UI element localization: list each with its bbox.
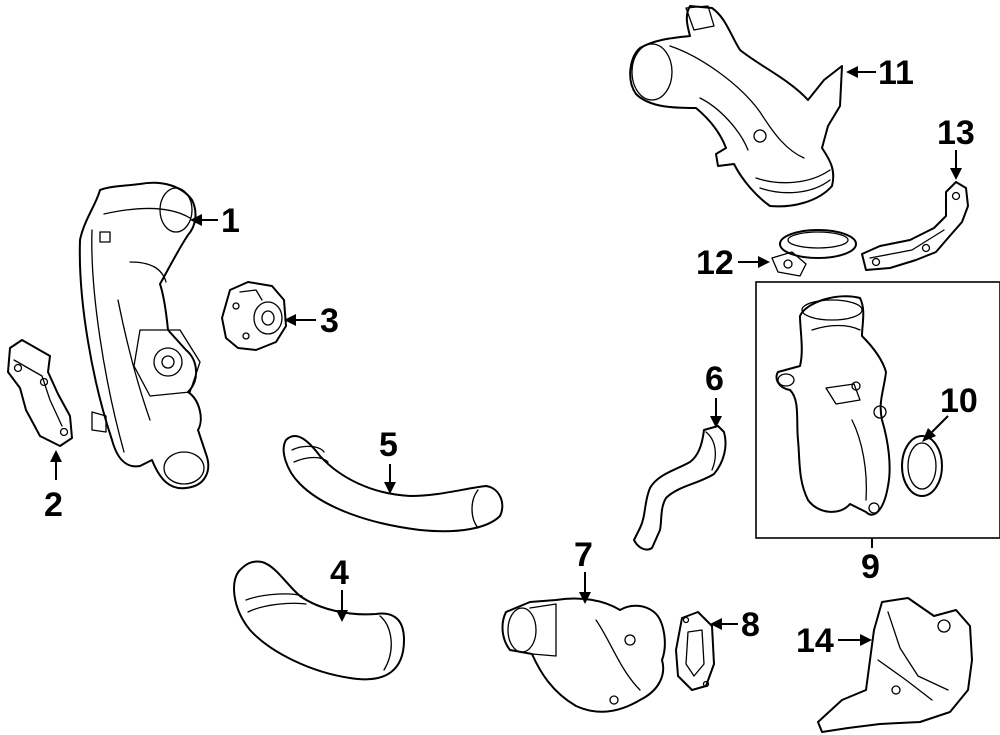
part-13-bracket [861,181,969,271]
part-3-thermostat [221,281,287,351]
part-9-water-inlet-housing [775,295,891,516]
part-14-heat-shield [817,597,973,733]
callout-8: 8 [741,606,760,644]
part-4-hose [233,560,405,681]
callout-14: 14 [796,622,834,660]
callout-5: 5 [379,426,398,464]
callout-11: 11 [878,54,914,92]
part-2-bracket [7,339,73,447]
part-10-o-ring [901,435,943,497]
callout-10: 10 [940,382,978,420]
callout-13: 13 [937,114,975,152]
part-12-hose-clamp [771,229,857,277]
callout-3: 3 [320,302,339,340]
part-11-pipe [629,5,843,208]
callout-1: 1 [221,202,240,240]
part-6-pipe [633,425,727,551]
callout-6: 6 [705,360,724,398]
part-9-group-box [755,281,1000,539]
callout-2: 2 [44,486,63,524]
callout-7: 7 [574,536,593,574]
callout-9: 9 [861,548,880,586]
part-1-water-outlet-housing [78,181,210,490]
callout-labels: 1 2 3 4 5 6 7 8 9 10 11 12 13 14 [44,54,978,660]
leader-lines [50,66,962,646]
part-5-hose [282,435,504,533]
callout-12: 12 [696,244,734,282]
part-7-water-outlet [501,597,666,713]
callout-4: 4 [330,554,349,592]
part-8-gasket [675,611,715,691]
